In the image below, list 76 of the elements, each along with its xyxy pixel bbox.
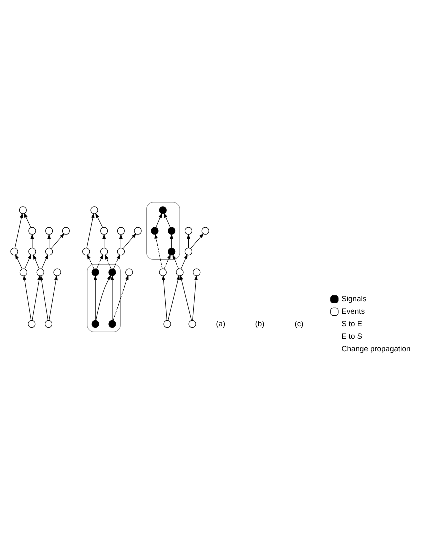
arrow: [190, 233, 204, 250]
node-circle: [62, 227, 70, 235]
node-circle: [168, 248, 176, 256]
node-circle: [28, 248, 36, 256]
arrow: [180, 275, 192, 321]
arrow: [164, 213, 171, 228]
arrow: [24, 213, 32, 228]
arrow: [14, 213, 24, 248]
node-circle: [159, 206, 167, 214]
arrow: [86, 213, 95, 248]
arrow: [192, 275, 198, 321]
node-circle: [100, 248, 108, 256]
arrow: [40, 275, 49, 321]
node-circle: [202, 227, 210, 235]
arrow: [181, 254, 188, 270]
node-circle: [126, 268, 134, 276]
node-circle: [159, 268, 167, 276]
node-circle: [20, 268, 28, 276]
arrow: [24, 254, 32, 270]
node-circle: [193, 268, 201, 276]
arrow: [114, 254, 120, 270]
node-circle: [188, 320, 196, 328]
node-circle: [90, 206, 98, 214]
arrow: [105, 254, 112, 270]
arrow: [187, 234, 190, 248]
node-circle: [164, 320, 172, 328]
arrow: [162, 275, 168, 321]
arrow: [123, 233, 137, 250]
node-circle: [46, 248, 54, 256]
arrow: [15, 254, 23, 270]
node-circle: [168, 227, 176, 235]
arrow: [168, 275, 180, 321]
arrow: [102, 234, 106, 248]
node-circle: [19, 206, 27, 214]
node-circle: [184, 227, 193, 235]
node-circle: [151, 227, 159, 235]
node-circle: [44, 320, 53, 328]
arrow: [156, 213, 162, 228]
arrow: [94, 275, 98, 321]
arrow: [33, 254, 40, 270]
arrow: [96, 275, 112, 321]
node-circle: [134, 227, 142, 235]
arrow: [42, 254, 48, 270]
arrow: [23, 275, 32, 321]
arrow: [172, 254, 180, 270]
node-circle: [28, 227, 36, 235]
node-circle: [92, 268, 100, 276]
node-circle: [46, 227, 54, 235]
arrow: [30, 234, 34, 248]
arrow: [170, 234, 174, 248]
node-circle: [184, 248, 193, 256]
arrow: [32, 275, 42, 321]
arrow: [164, 254, 171, 270]
cluster: [87, 264, 121, 332]
node-circle: [108, 268, 116, 276]
node-circle: [100, 227, 108, 235]
node-circle: [10, 248, 18, 256]
node-circle: [117, 227, 126, 235]
node-circle: [92, 320, 100, 328]
arrow: [51, 233, 65, 250]
node-circle: [28, 320, 36, 328]
node-circle: [36, 268, 44, 276]
node-circle: [82, 248, 90, 256]
arrow: [119, 234, 123, 248]
node-circle: [108, 320, 116, 328]
arrow: [49, 275, 58, 321]
arrow: [113, 275, 129, 322]
arrow: [154, 234, 163, 270]
arrow: [96, 254, 104, 270]
node-circle: [54, 268, 62, 276]
arrow: [96, 213, 104, 228]
node-circle: [117, 248, 126, 256]
node-circle: [176, 268, 184, 276]
arrow: [48, 234, 52, 248]
arrow: [87, 254, 94, 270]
arrow: [110, 275, 114, 321]
